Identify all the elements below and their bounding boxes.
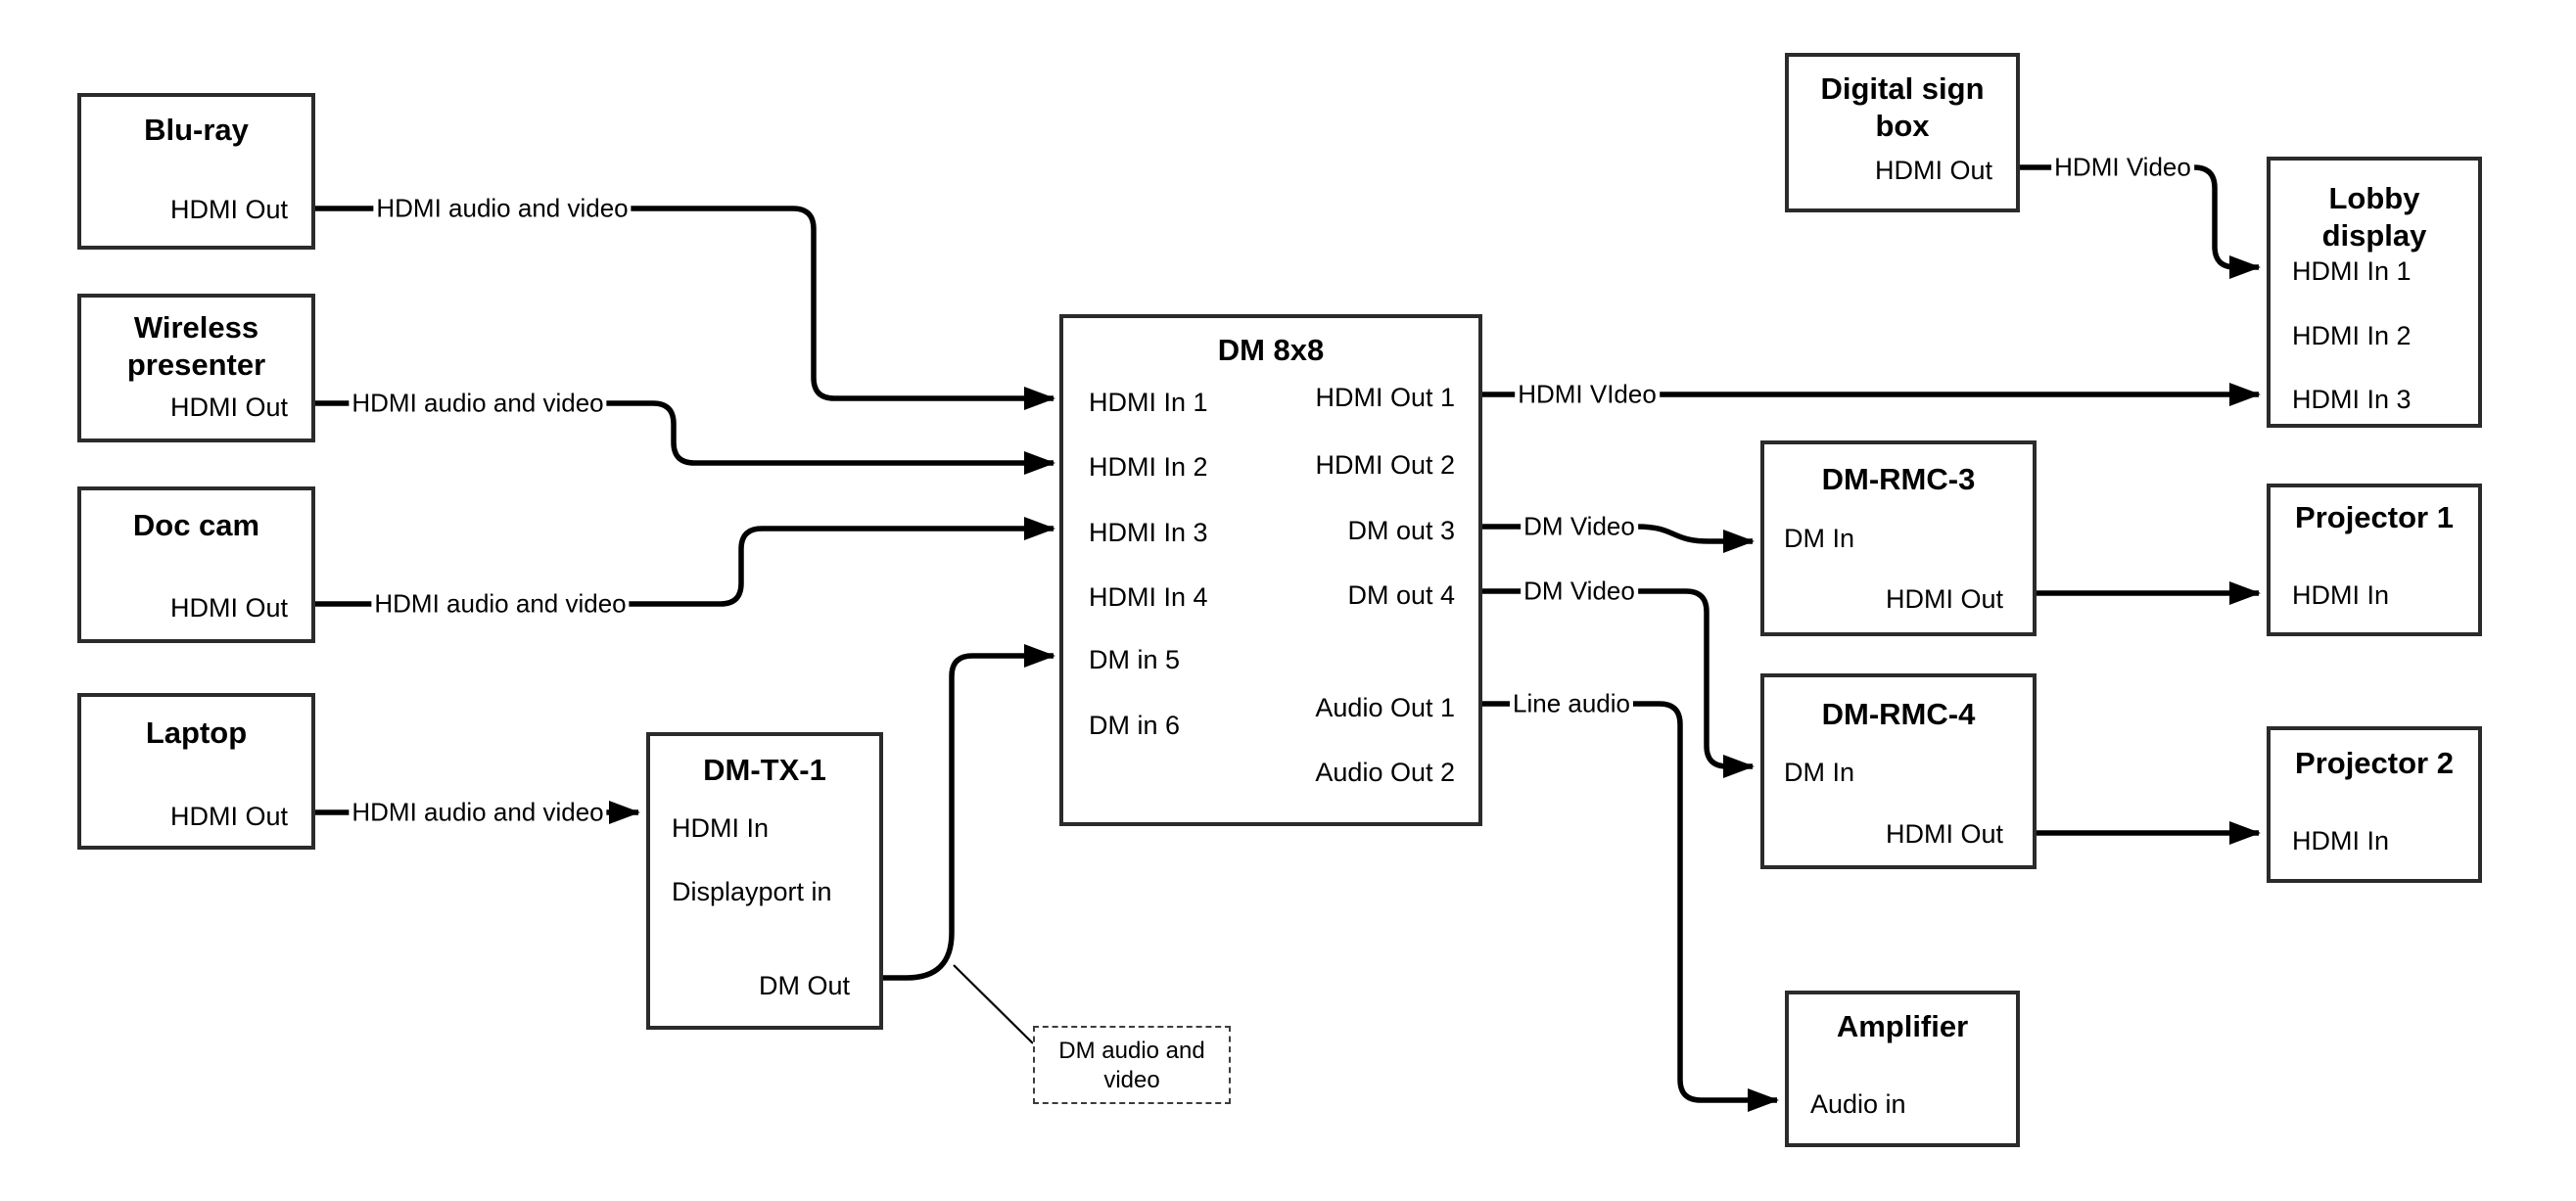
node-dm-tx-1[interactable]: DM-TX-1 HDMI In Displayport in DM Out (646, 732, 883, 1030)
node-title: Blu-ray (144, 113, 249, 147)
port-hdmi-in-2: HDMI In 2 (2292, 321, 2412, 350)
node-title: DM 8x8 (1217, 333, 1325, 367)
node-title: Laptop (145, 716, 248, 750)
node-title: Projector 1 (2295, 500, 2454, 534)
port-hdmi-in-3: HDMI In 3 (2292, 385, 2412, 414)
port-dm-in-5: DM in 5 (1089, 645, 1181, 674)
port-hdmi-out-1: HDMI Out 1 (1315, 383, 1455, 412)
edge-wireless-to-dm8x8-in2 (598, 400, 1055, 475)
node-title: Lobby display (2321, 181, 2427, 253)
port-hdmi-out: HDMI Out (1874, 156, 1992, 185)
port-hdmi-out: HDMI Out (1885, 819, 2003, 849)
port-audio-out-2: Audio Out 2 (1315, 758, 1455, 787)
port-hdmi-in: HDMI In (2292, 580, 2390, 610)
node-title: Wireless presenter (126, 310, 266, 382)
edge-dmtx1-to-dm8x8-in5 (883, 644, 1055, 981)
node-wireless-presenter[interactable]: Wireless presenter HDMI Out (77, 294, 315, 442)
node-title: Digital sign box (1820, 71, 1985, 143)
edge-label-hdmi-audio-video: HDMI audio and video (349, 388, 607, 419)
port-hdmi-out-2: HDMI Out 2 (1315, 450, 1455, 480)
port-audio-out-1: Audio Out 1 (1315, 693, 1455, 722)
node-title: DM-RMC-3 (1821, 462, 1976, 496)
port-hdmi-in: HDMI In (2292, 826, 2390, 855)
port-dm-out-3: DM out 3 (1347, 516, 1455, 545)
node-projector-2[interactable]: Projector 2 HDMI In (2267, 726, 2482, 883)
note-text: DM audio and video (1058, 1038, 1205, 1093)
edge-doccam-to-dm8x8-in3 (621, 517, 1055, 607)
edge-label-line-audio: Line audio (1510, 688, 1633, 719)
node-digital-sign-box[interactable]: Digital sign box HDMI Out (1785, 53, 2020, 212)
edge-digitalsign-to-lobby-in1 (2191, 164, 2261, 279)
edge-label-hdmi-audio-video: HDMI audio and video (373, 193, 632, 224)
port-hdmi-in-3: HDMI In 3 (1089, 518, 1208, 547)
edge-label-hdmi-audio-video: HDMI audio and video (349, 797, 607, 828)
edge-bluray-to-dm8x8-in1 (624, 206, 1055, 410)
port-dm-out-4: DM out 4 (1347, 580, 1455, 610)
edge-label-hdmi-video: HDMI Video (2051, 152, 2194, 183)
edge-dm8x8-out4-to-rmc4 (1637, 588, 1755, 778)
node-amplifier[interactable]: Amplifier Audio in (1785, 991, 2020, 1147)
edge-label-dm-video: DM Video (1521, 511, 1638, 542)
node-dm-8x8[interactable]: DM 8x8 HDMI In 1 HDMI In 2 HDMI In 3 HDM… (1059, 314, 1482, 826)
edge-label-hdmi-audio-video: HDMI audio and video (371, 588, 630, 620)
port-hdmi-in-1: HDMI In 1 (2292, 256, 2412, 286)
port-dm-out: DM Out (758, 971, 850, 1000)
edge-dm8x8-out3-to-rmc3 (1636, 524, 1755, 553)
port-dm-in: DM In (1784, 758, 1855, 787)
node-title: DM-RMC-4 (1821, 697, 1976, 731)
edge-label-hdmi-video: HDMI VIdeo (1515, 379, 1660, 410)
edge-dm8x8-audio1-to-amplifier (1633, 701, 1779, 1112)
port-dm-in: DM In (1784, 524, 1855, 553)
port-hdmi-in-4: HDMI In 4 (1089, 582, 1208, 612)
port-audio-in: Audio in (1810, 1089, 1906, 1119)
note-dm-audio-and-video[interactable]: DM audio and video (1033, 1026, 1231, 1104)
port-hdmi-out: HDMI Out (169, 802, 288, 831)
node-title: Doc cam (132, 508, 260, 542)
port-hdmi-in-2: HDMI In 2 (1089, 452, 1208, 482)
port-hdmi-out: HDMI Out (169, 393, 288, 422)
node-doc-cam[interactable]: Doc cam HDMI Out (77, 486, 315, 643)
node-projector-1[interactable]: Projector 1 HDMI In (2267, 484, 2482, 636)
port-dm-in-6: DM in 6 (1089, 711, 1181, 740)
edge-label-dm-video: DM Video (1521, 576, 1638, 607)
node-lobby-display[interactable]: Lobby display HDMI In 1 HDMI In 2 HDMI I… (2267, 157, 2482, 428)
node-laptop[interactable]: Laptop HDMI Out (77, 693, 315, 850)
port-hdmi-out: HDMI Out (169, 593, 288, 623)
port-hdmi-in: HDMI In (672, 813, 770, 843)
node-dm-rmc-3[interactable]: DM-RMC-3 DM In HDMI Out (1760, 440, 2037, 636)
port-hdmi-in-1: HDMI In 1 (1089, 388, 1208, 417)
port-hdmi-out: HDMI Out (1885, 584, 2003, 614)
port-displayport-in: Displayport in (672, 877, 832, 906)
node-title: Projector 2 (2295, 746, 2454, 780)
node-bluray[interactable]: Blu-ray HDMI Out (77, 93, 315, 250)
node-title: DM-TX-1 (703, 753, 826, 787)
node-dm-rmc-4[interactable]: DM-RMC-4 DM In HDMI Out (1760, 673, 2037, 869)
note-leader-line (953, 964, 1034, 1044)
node-title: Amplifier (1836, 1009, 1969, 1043)
port-hdmi-out: HDMI Out (169, 195, 288, 224)
